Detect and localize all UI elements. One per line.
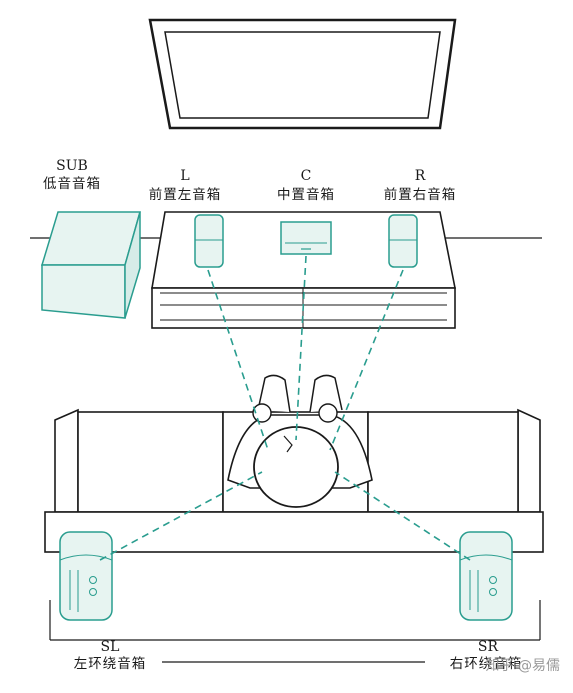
surround-right-name-label: 右环绕音箱	[450, 655, 523, 672]
center-name-label: 中置音箱	[277, 186, 335, 203]
right-name-label: 前置右音箱	[384, 186, 457, 203]
front-left-speaker-icon	[194, 214, 224, 268]
path-surround-right	[334, 471, 471, 561]
path-left	[207, 269, 269, 451]
center-speaker-icon	[280, 221, 332, 255]
surround-left-speaker-icon	[59, 531, 113, 621]
sound-paths	[99, 255, 471, 561]
path-right	[329, 269, 404, 451]
surround-right-speaker-icon	[459, 531, 513, 621]
path-surround-left	[99, 471, 263, 561]
left-name-label: 前置左音箱	[149, 186, 222, 203]
right-code-label: R	[415, 168, 426, 184]
surround-right-code-label: SR	[478, 639, 499, 655]
sub-name-label: 低音音箱	[43, 175, 101, 192]
left-code-label: L	[180, 168, 189, 184]
tv	[148, 18, 457, 130]
watermark: 知乎 @易儒	[486, 657, 560, 674]
floor-line	[49, 600, 541, 663]
surround-left-name-label: 左环绕音箱	[74, 655, 147, 672]
subwoofer-icon	[40, 211, 141, 319]
front-right-speaker-icon	[388, 214, 418, 268]
sub-code-label: SUB	[56, 158, 88, 174]
center-code-label: C	[301, 168, 312, 184]
surround-left-code-label: SL	[101, 639, 120, 655]
listener	[227, 374, 373, 508]
path-center	[295, 255, 307, 441]
